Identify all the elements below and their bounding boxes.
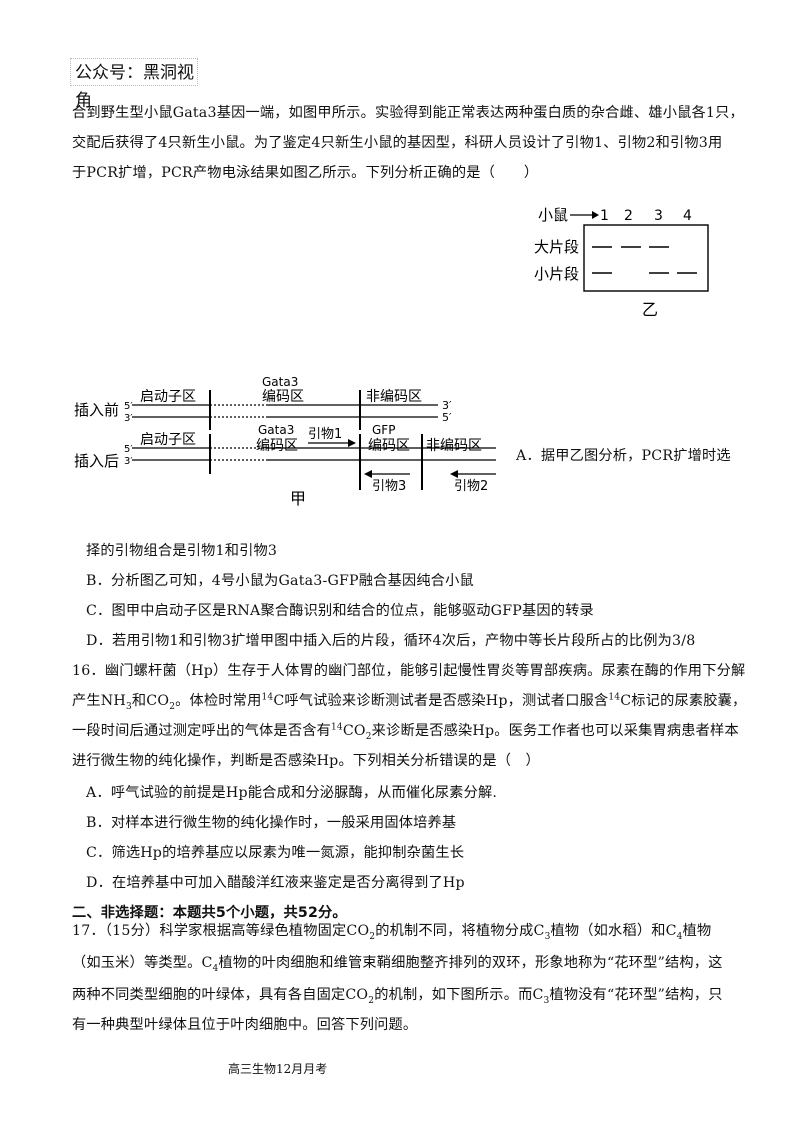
- q16-option-a: A．呼气试验的前提是Hp能合成和分泌脲酶，从而催化尿素分解.: [86, 785, 498, 801]
- before-noncoding: 非编码区: [366, 389, 422, 405]
- q15-option-b: B．分析图乙可知，4号小鼠为Gata3-GFP融合基因纯合小鼠: [86, 573, 474, 589]
- after-gfp-coding: 编码区: [368, 438, 410, 454]
- label-after: 插入后: [74, 452, 119, 470]
- gel-lane-4: 4: [683, 208, 692, 224]
- before-end-3-left: 3′: [124, 413, 133, 424]
- after-noncoding: 非编码区: [426, 438, 482, 454]
- primer-2-arrowhead: [450, 470, 458, 478]
- gene-diagram: 插入前 5′ 3′ 启动子区 Gata3 编码区 非编码区 3′ 5′ 插入后 …: [74, 375, 496, 508]
- q15-option-c: C．图甲中启动子区是RNA聚合酶识别和结合的位点，能够驱动GFP基因的转录: [86, 603, 594, 619]
- watermark: 公众号：黑洞视角: [70, 58, 198, 111]
- before-promoter: 启动子区: [140, 389, 196, 405]
- after-end-5-left: 5′: [124, 444, 133, 455]
- gel-lane-3: 3: [654, 208, 663, 224]
- q16-line-1: 16．幽门螺杆菌（Hp）生存于人体胃的幽门部位，能够引起慢性胃炎等胃部疾病。尿素…: [72, 663, 746, 679]
- before-gata3: Gata3: [262, 375, 298, 389]
- q17-line-4: 有一种典型叶绿体且位于叶肉细胞中。回答下列问题。: [72, 1017, 418, 1033]
- gel-small-label: 小片段: [534, 265, 579, 283]
- after-primer-3: 引物3: [372, 479, 406, 494]
- q16-option-d: D．在培养基中可加入醋酸洋红液来鉴定是否分离得到了Hp: [86, 875, 465, 891]
- q15-option-d: D．若用引物1和引物3扩增甲图中插入后的片段，循环4次后，产物中等长片段所占的比…: [86, 633, 696, 649]
- primer-3-arrowhead: [364, 470, 372, 478]
- q17-line-3: 两种不同类型细胞的叶绿体，具有各自固定CO2的机制，如下图所示。而C3植物没有“…: [72, 987, 723, 1006]
- after-gata3: Gata3: [258, 423, 294, 437]
- gel-box: [583, 224, 709, 292]
- primer-1-arrowhead: [348, 439, 356, 447]
- after-primer-1: 引物1: [308, 427, 342, 442]
- diagram-caption: 甲: [290, 489, 306, 508]
- gel-caption: 乙: [642, 300, 658, 319]
- q17-line-2: （如玉米）等类型。C4植物的叶肉细胞和维管束鞘细胞整齐排列的双环，形象地称为“花…: [72, 955, 723, 974]
- gel-mouse-arrowhead: [592, 211, 599, 219]
- q16-option-b: B．对样本进行微生物的纯化操作时，一般采用固体培养基: [86, 815, 457, 831]
- q16-option-c: C．筛选Hp的培养基应以尿素为唯一氮源，能抑制杂菌生长: [86, 845, 465, 861]
- label-before: 插入前: [74, 401, 119, 419]
- before-end-5-left: 5′: [124, 401, 133, 412]
- gel-lane-1: 1: [600, 208, 609, 224]
- section-heading: 二、非选择题：本题共5个小题，共52分。: [72, 905, 347, 921]
- after-gfp: GFP: [372, 423, 395, 437]
- after-end-3-left: 3′: [124, 456, 133, 467]
- q16-line-3: 一段时间后通过测定呼出的气体是否含有14CO2来诊断是否感染Hp。医务工作者也可…: [72, 722, 739, 742]
- q17-line-1: 17．（15分）科学家根据高等绿色植物固定CO2的机制不同，将植物分成C3植物（…: [72, 923, 712, 942]
- gel-lane-2: 2: [624, 208, 633, 224]
- q15-line-3: 于PCR扩增，PCR产物电泳结果如图乙所示。下列分析正确的是（ ）: [72, 165, 539, 181]
- q15-line-2: 交配后获得了4只新生小鼠。为了鉴定4只新生小鼠的基因型，科研人员设计了引物1、引…: [72, 135, 723, 151]
- q15-option-a-head: A．据甲乙图分析，PCR扩增时选: [516, 448, 731, 464]
- before-end-3-right: 3′: [442, 399, 452, 412]
- after-promoter: 启动子区: [140, 432, 196, 448]
- q16-line-2: 产生NH3和CO2。体检时常用14C呼气试验来诊断测试者是否感染Hp，测试者口服…: [72, 692, 747, 712]
- gel-figure: 小鼠 1 2 3 4 大片段 小片段 乙: [534, 206, 709, 319]
- q16-line-4: 进行微生物的纯化操作，判断是否感染Hp。下列相关分析错误的是（ ）: [72, 753, 540, 769]
- before-coding: 编码区: [262, 389, 304, 405]
- q15-line-1: 合到野生型小鼠Gata3基因一端，如图甲所示。实验得到能正常表达两种蛋白质的杂合…: [72, 105, 744, 121]
- before-end-5-right: 5′: [442, 411, 452, 424]
- after-coding: 编码区: [256, 438, 298, 454]
- q15-option-a-tail: 择的引物组合是引物1和引物3: [86, 543, 278, 559]
- gel-mouse-label: 小鼠: [538, 206, 568, 224]
- after-primer-2: 引物2: [454, 479, 488, 494]
- gel-large-label: 大片段: [534, 238, 579, 256]
- page-footer: 高三生物12月月考: [228, 1062, 328, 1076]
